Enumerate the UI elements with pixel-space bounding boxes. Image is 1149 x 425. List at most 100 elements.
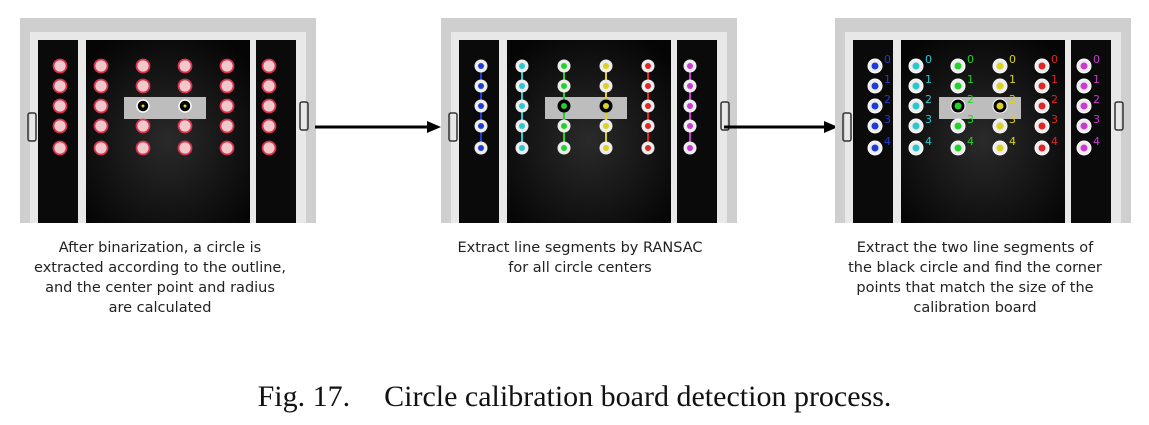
point-label: 3 xyxy=(1051,113,1058,126)
circle-center-point xyxy=(687,83,693,89)
detected-circle xyxy=(93,58,109,74)
circle-center-point xyxy=(561,123,567,129)
caption-line: After binarization, a circle is xyxy=(58,240,262,256)
point-label: 1 xyxy=(1093,73,1100,86)
point-label: 4 xyxy=(884,135,891,148)
point-label: 2 xyxy=(1093,93,1100,106)
point-label: 1 xyxy=(884,73,891,86)
panel-binarization-caption: After binarization, a circle is extracte… xyxy=(15,238,305,318)
point-label: 2 xyxy=(967,93,974,106)
detected-circle xyxy=(52,140,68,156)
circle-center-point xyxy=(645,123,651,129)
point-label: 0 xyxy=(1051,53,1058,66)
caption-line: are calculated xyxy=(108,300,212,316)
point-label: 1 xyxy=(925,73,932,86)
panel-binarization-image xyxy=(20,18,316,223)
caption-line: calibration board xyxy=(913,300,1037,316)
circle-center-point xyxy=(603,83,609,89)
detected-circle xyxy=(177,118,193,134)
detected-circle xyxy=(219,140,235,156)
corner-point xyxy=(871,144,879,152)
board-white-bar xyxy=(124,97,206,119)
detected-circle xyxy=(52,118,68,134)
center-dot xyxy=(141,104,145,108)
corner-point xyxy=(1080,62,1088,70)
circle-center-point xyxy=(478,145,484,151)
detected-circle xyxy=(52,58,68,74)
detected-circle xyxy=(219,78,235,94)
circle-center-point xyxy=(687,103,693,109)
detected-circle xyxy=(52,78,68,94)
point-label: 2 xyxy=(884,93,891,106)
panel-ransac-image xyxy=(441,18,737,223)
point-label: 1 xyxy=(1009,73,1016,86)
corner-point xyxy=(954,82,962,90)
corner-point xyxy=(996,102,1004,110)
caption-line: points that match the size of the xyxy=(856,280,1094,296)
arrow-icon xyxy=(724,121,838,133)
point-label: 4 xyxy=(925,135,932,148)
circle-center-point xyxy=(645,83,651,89)
point-label: 4 xyxy=(967,135,974,148)
caption-line: Extract the two line segments of xyxy=(856,240,1094,256)
corner-point xyxy=(996,144,1004,152)
corner-point xyxy=(1038,102,1046,110)
corner-point xyxy=(1080,122,1088,130)
arrow-icon xyxy=(315,121,441,133)
caption-line: the black circle and find the corner xyxy=(848,260,1102,276)
circle-center-point xyxy=(645,63,651,69)
point-label: 3 xyxy=(967,113,974,126)
detected-circle xyxy=(177,58,193,74)
corner-point xyxy=(1038,122,1046,130)
center-dot xyxy=(183,104,187,108)
circle-center-point xyxy=(561,63,567,69)
corner-point xyxy=(1038,62,1046,70)
detected-circle xyxy=(177,140,193,156)
board-white-bar xyxy=(545,97,627,119)
circle-center-point xyxy=(561,103,567,109)
detected-circle xyxy=(93,98,109,114)
circle-center-point xyxy=(645,145,651,151)
detected-circle xyxy=(261,118,277,134)
corner-point xyxy=(912,122,920,130)
point-label: 4 xyxy=(1009,135,1016,148)
corner-point xyxy=(871,122,879,130)
point-label: 2 xyxy=(925,93,932,106)
corner-point xyxy=(871,62,879,70)
detected-circle xyxy=(219,58,235,74)
caption-line: and the center point and radius xyxy=(45,280,275,296)
detected-circle xyxy=(261,140,277,156)
detected-circle xyxy=(219,118,235,134)
corner-point xyxy=(954,144,962,152)
board-right-strip xyxy=(1071,40,1111,223)
corner-point xyxy=(871,102,879,110)
detected-circle xyxy=(93,140,109,156)
detected-circle xyxy=(135,78,151,94)
point-label: 1 xyxy=(1051,73,1058,86)
circle-center-point xyxy=(519,123,525,129)
corner-point xyxy=(912,102,920,110)
detected-circle xyxy=(93,78,109,94)
point-label: 2 xyxy=(1051,93,1058,106)
figure-label: Fig. 17. xyxy=(257,380,351,413)
figure-caption: Fig. 17. Circle calibration board detecti… xyxy=(0,380,1149,414)
corner-point xyxy=(954,122,962,130)
circle-center-point xyxy=(478,83,484,89)
figure-title: Circle calibration board detection proce… xyxy=(384,380,892,413)
point-label: 3 xyxy=(1009,113,1016,126)
circle-center-point xyxy=(603,103,609,109)
corner-point xyxy=(996,62,1004,70)
circle-center-point xyxy=(687,145,693,151)
detected-circle xyxy=(261,58,277,74)
corner-point xyxy=(1038,144,1046,152)
board-right-strip xyxy=(256,40,296,223)
point-label: 3 xyxy=(925,113,932,126)
circle-center-point xyxy=(519,103,525,109)
circle-center-point xyxy=(478,123,484,129)
circle-center-point xyxy=(687,63,693,69)
point-label: 0 xyxy=(925,53,932,66)
panel-corner-caption: Extract the two line segments of the bla… xyxy=(830,238,1120,318)
detected-circle xyxy=(177,78,193,94)
circle-center-point xyxy=(519,83,525,89)
